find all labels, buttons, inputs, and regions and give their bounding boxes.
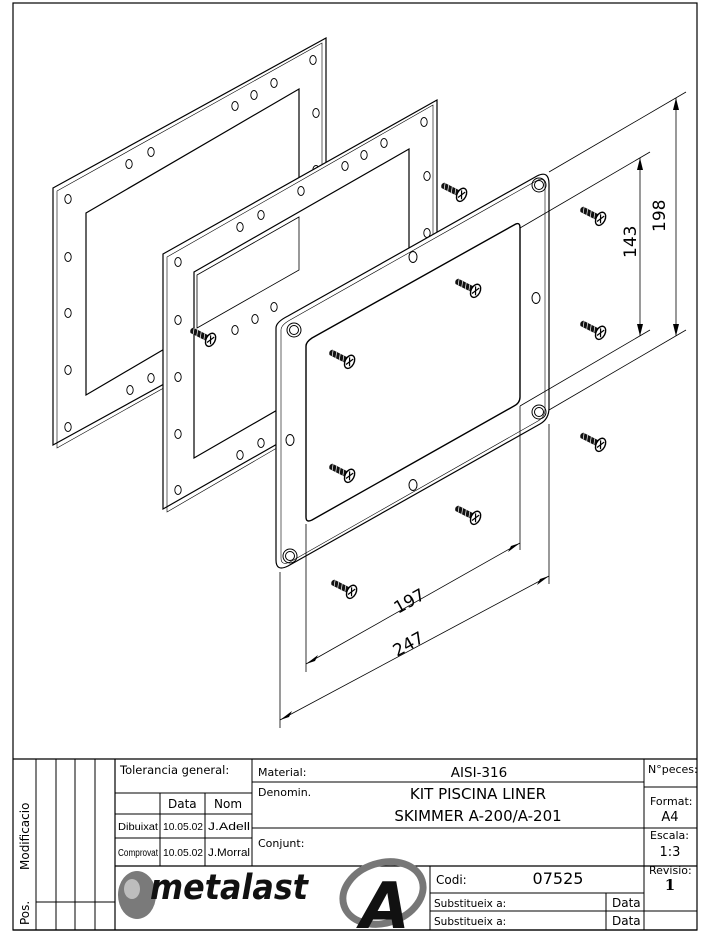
pieces-label: N°peces:: [648, 763, 698, 776]
denomination-line1: KIT PISCINA LINER: [410, 785, 546, 803]
modification-label: Modificacio: [18, 803, 32, 870]
drawn-name: J.Adell: [208, 821, 250, 833]
screw: [437, 177, 470, 204]
code-label: Codi:: [436, 873, 467, 887]
drawn-role: Dibuixat: [118, 822, 158, 833]
logo-letter: A: [355, 870, 410, 940]
title-block: [13, 758, 697, 931]
metalast-logo: metalast A: [118, 858, 427, 940]
substitute-data-1: Data: [612, 896, 641, 910]
screw: [327, 574, 360, 601]
scale-value: 1:3: [660, 845, 681, 860]
scale-label: Escala:: [650, 829, 689, 842]
substitute-label-2: Substitueix a:: [434, 916, 506, 928]
revision-value: 1: [665, 876, 675, 894]
material-label: Material:: [258, 766, 306, 779]
material-value: AISI-316: [451, 765, 507, 781]
position-label: Pos.: [18, 901, 32, 925]
denomination-line2: SKIMMER A-200/A-201: [394, 807, 561, 825]
drawn-date: 10.05.02: [163, 821, 203, 833]
dimension-lines: [279, 91, 687, 728]
header-data: Data: [168, 797, 197, 811]
checked-date: 10.05.02: [163, 847, 203, 859]
substitute-label-1: Substitueix a:: [434, 898, 506, 910]
header-nom: Nom: [214, 797, 242, 811]
denomination-label: Denomin.: [258, 786, 311, 799]
dimension-198: 198: [650, 200, 670, 232]
checked-role: Comprovat: [118, 848, 158, 859]
screw: [576, 315, 609, 342]
tolerance-label: Tolerancia general:: [119, 763, 229, 777]
code-value: 07525: [533, 869, 584, 888]
dimension-143: 143: [621, 226, 641, 258]
conjunt-label: Conjunt:: [258, 837, 304, 850]
screw: [576, 427, 609, 454]
substitute-data-2: Data: [612, 914, 641, 928]
dimension-arrows: [280, 98, 679, 720]
logo-wordmark: metalast: [150, 868, 309, 908]
revision-label: Revisio:: [649, 864, 692, 877]
screw: [576, 201, 609, 228]
screw: [451, 500, 484, 527]
format-value: A4: [661, 810, 678, 825]
format-label: Format:: [650, 795, 692, 808]
dimension-247: 247: [390, 628, 428, 661]
logo-ring: [339, 858, 427, 928]
checked-name: J.Morral: [208, 847, 250, 859]
dimension-197: 197: [391, 585, 429, 618]
flange-plate: [275, 173, 550, 569]
